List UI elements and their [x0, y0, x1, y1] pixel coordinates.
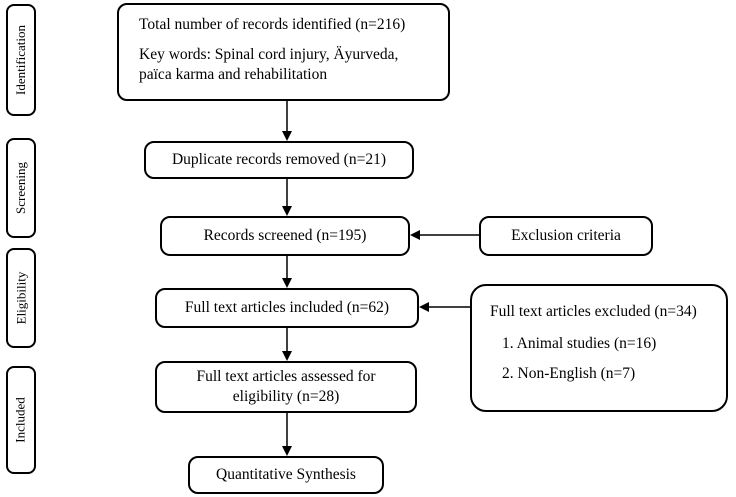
stage-included: Included [6, 366, 36, 474]
excluded-title: Full text articles excluded (n=34) [490, 303, 697, 320]
quantitative-synthesis-box: Quantitative Synthesis [188, 456, 384, 494]
exclusion-criteria-box: Exclusion criteria [479, 216, 653, 256]
exclusion-criteria-label: Exclusion criteria [511, 227, 621, 244]
assessed-eligibility-box: Full text articles assessed for eligibil… [155, 361, 417, 413]
full-text-included-label: Full text articles included (n=62) [184, 299, 390, 316]
records-identified-box: Total number of records identified (n=21… [117, 3, 450, 101]
records-identified-title: Total number of records identified (n=21… [139, 16, 406, 33]
assessed-line-1: Full text articles assessed for [196, 368, 376, 385]
stage-identification: Identification [6, 4, 36, 116]
assessed-line-2: eligibility (n=28) [232, 388, 340, 405]
duplicates-removed-label: Duplicate records removed (n=21) [171, 151, 387, 168]
stage-screening: Screening [6, 138, 36, 238]
excluded-item-1: 1. Animal studies (n=16) [502, 335, 657, 352]
keywords-line-1: Key words: Spinal cord injury, Äyurveda, [139, 46, 399, 63]
quantitative-synthesis-label: Quantitative Synthesis [216, 466, 356, 483]
keywords-line-2: païca karma and rehabilitation [139, 66, 328, 83]
duplicates-removed-box: Duplicate records removed (n=21) [144, 141, 414, 179]
stage-eligibility: Eligibility [6, 248, 36, 348]
records-screened-box: Records screened (n=195) [160, 216, 410, 256]
records-screened-label: Records screened (n=195) [203, 227, 367, 244]
excluded-item-2: 2. Non-English (n=7) [502, 365, 636, 382]
full-text-excluded-box: Full text articles excluded (n=34) 1. An… [470, 284, 728, 412]
full-text-included-box: Full text articles included (n=62) [155, 288, 419, 328]
